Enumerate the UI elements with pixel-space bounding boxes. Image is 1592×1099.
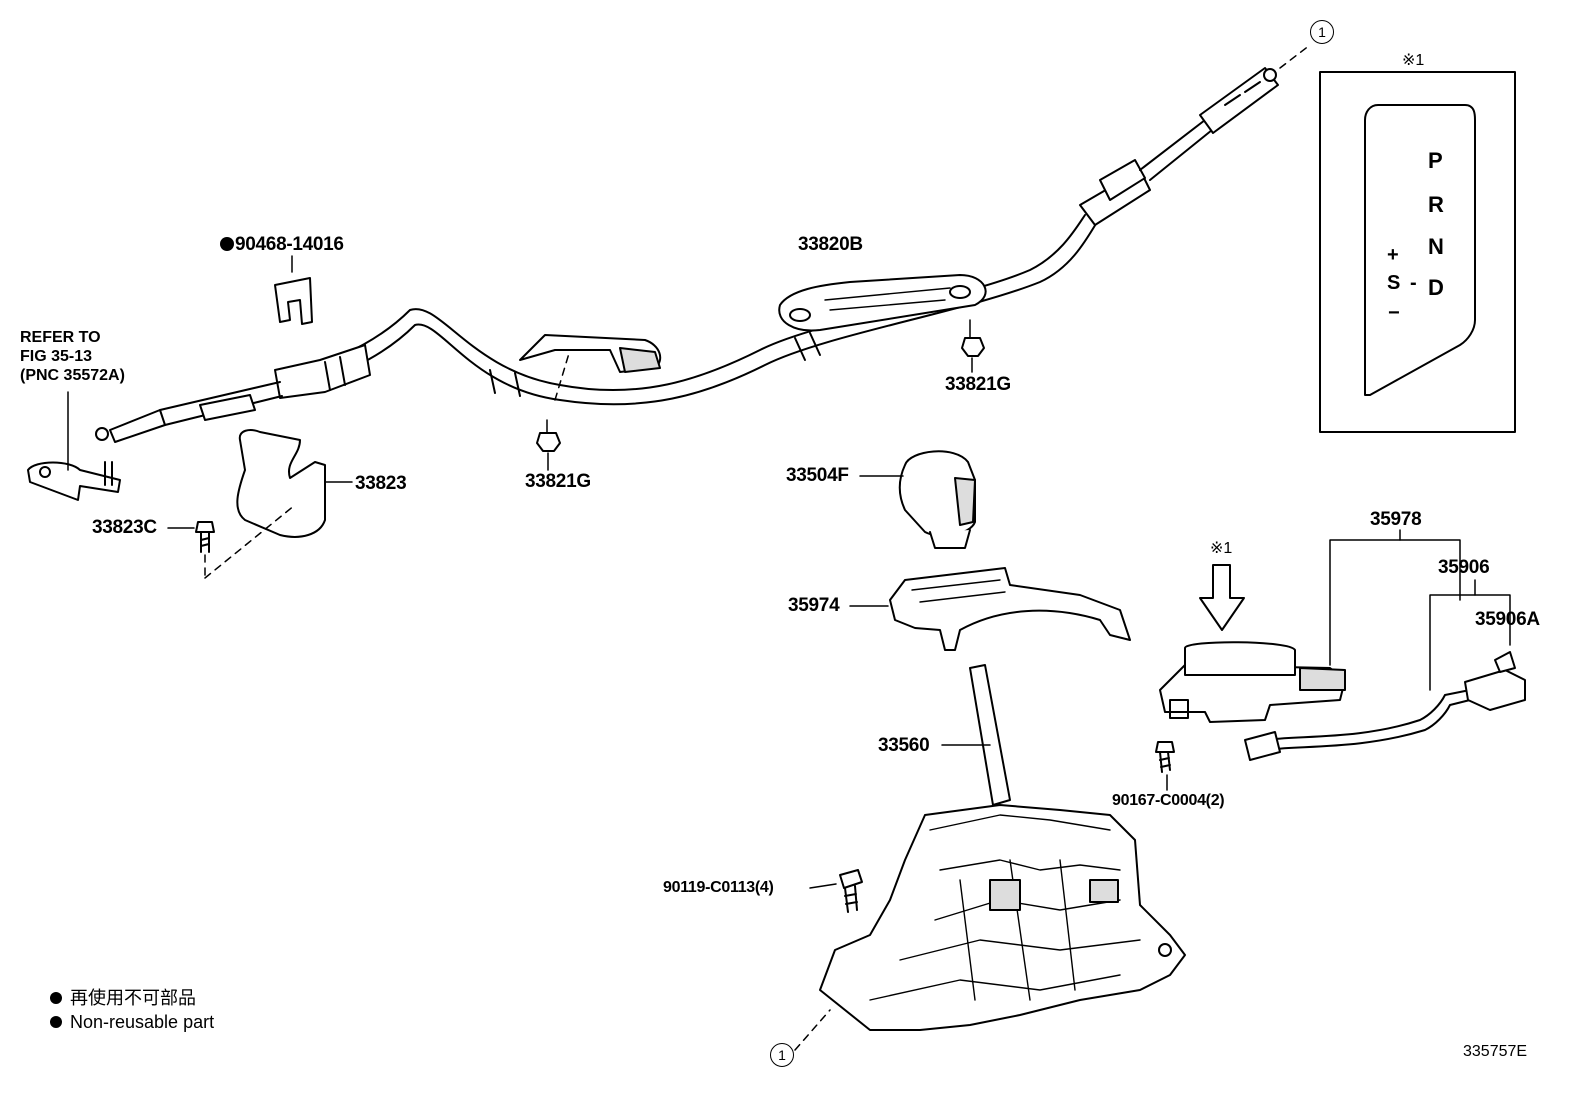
- label-90119: 90119-C0113(4): [663, 879, 774, 896]
- shift-lever-33560: [941, 664, 1011, 806]
- clip-90468: [274, 255, 313, 325]
- shift-lever-assembly: [794, 804, 1186, 1051]
- shift-switch-35906: [1159, 641, 1526, 761]
- gate-p: P: [1428, 148, 1443, 173]
- label-90468: 90468-14016: [220, 235, 344, 254]
- ref-leader-top: [1279, 44, 1311, 69]
- bolt-90119: [809, 869, 863, 913]
- non-reusable-dot-icon: [50, 1016, 62, 1028]
- label-33821g-left: 33821G: [525, 471, 591, 492]
- gate-n: N: [1428, 234, 1444, 259]
- gate-s: S: [1387, 272, 1401, 294]
- cover-33823: [204, 429, 353, 579]
- screw-90167: [1155, 741, 1175, 791]
- down-arrow-icon: [1199, 564, 1245, 631]
- gate-minus-s: -: [1410, 272, 1417, 294]
- ref-marker-top: 1: [1310, 20, 1334, 44]
- label-33820b: 33820B: [798, 234, 863, 255]
- inset-gate-panel: [1319, 71, 1516, 433]
- nut-33821g-left: [536, 419, 561, 471]
- label-33821g-right: 33821G: [945, 374, 1011, 395]
- nut-33821g-right: [961, 319, 985, 373]
- legend-row-en: Non-reusable part: [50, 1010, 214, 1034]
- bolt-33823c: [167, 521, 215, 581]
- gate-r: R: [1428, 192, 1444, 217]
- label-35974: 35974: [788, 595, 840, 616]
- diagram-code: 335757E: [1463, 1043, 1528, 1060]
- label-33823: 33823: [355, 473, 407, 494]
- label-35978: 35978: [1370, 509, 1422, 530]
- cable-bracket-middle: [519, 334, 662, 401]
- legend-row-jp: 再使用不可部品: [50, 986, 214, 1010]
- label-35906: 35906: [1438, 557, 1490, 578]
- label-35906a: 35906A: [1475, 609, 1540, 630]
- note-mark-arrow: ※1: [1210, 540, 1233, 557]
- note-mark-inset: ※1: [1402, 52, 1425, 69]
- indicator-housing-35974: [849, 567, 1131, 651]
- bracket-refer-fig-35-13: [27, 391, 121, 501]
- legend: 再使用不可部品 Non-reusable part: [50, 986, 214, 1034]
- cable-bracket-33820b: [778, 274, 987, 332]
- label-33504f: 33504F: [786, 465, 849, 486]
- label-33823c: 33823C: [92, 517, 157, 538]
- gate-minus-bottom: −: [1388, 302, 1400, 324]
- shift-cable-33820b: [95, 67, 1279, 443]
- non-reusable-dot-icon: [50, 992, 62, 1004]
- ref-marker-bottom: 1: [770, 1043, 794, 1067]
- group-leader-lines: [1329, 529, 1511, 691]
- label-90167: 90167-C0004(2): [1112, 792, 1225, 809]
- label-33560: 33560: [878, 735, 930, 756]
- refer-note: REFER TO FIG 35-13 (PNC 35572A): [20, 329, 125, 384]
- gate-d: D: [1428, 275, 1444, 300]
- gate-plus: +: [1387, 244, 1399, 266]
- non-reusable-dot-icon: [220, 237, 234, 251]
- shift-knob-33504f: [859, 450, 976, 549]
